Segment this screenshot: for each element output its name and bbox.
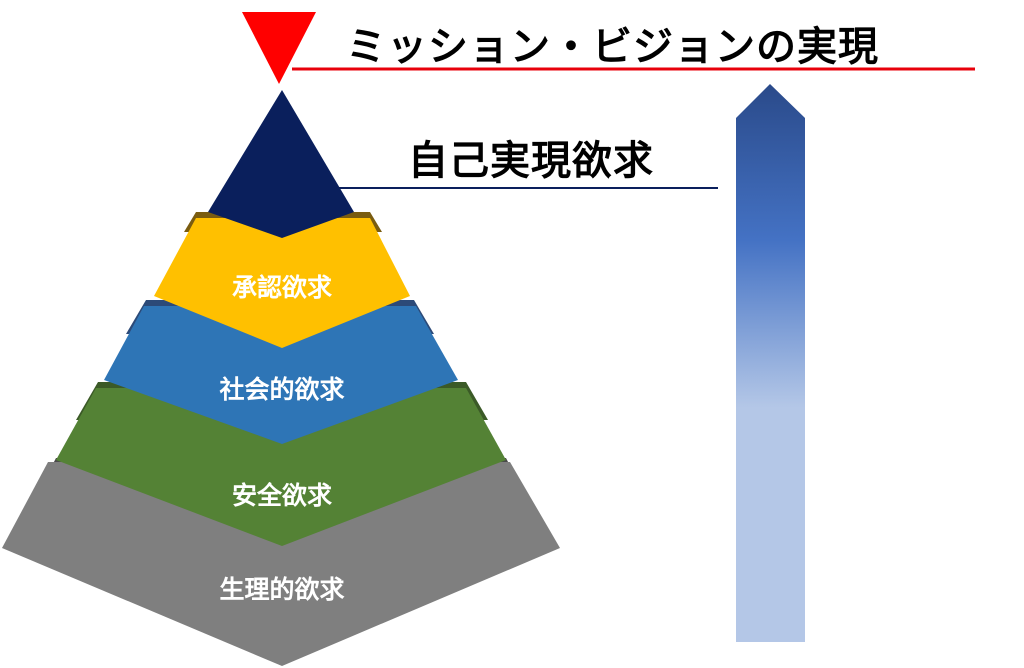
layer-safety <box>56 388 506 546</box>
layer-social <box>104 306 458 444</box>
goal-marker-triangle <box>242 12 316 84</box>
layer-label-physiological: 生理的欲求 <box>219 575 345 604</box>
layer-self-actualization <box>208 90 354 238</box>
self-actualization-label: 自己実現欲求 <box>408 138 654 184</box>
layer-label-esteem: 承認欲求 <box>231 273 332 302</box>
layer-esteem <box>154 218 410 348</box>
upward-arrow <box>736 84 805 642</box>
layer-label-safety: 安全欲求 <box>231 481 332 510</box>
layer-label-social: 社会的欲求 <box>219 375 345 404</box>
layer-physiological <box>2 462 560 666</box>
goal-label: ミッション・ビジョンの実現 <box>346 24 879 70</box>
